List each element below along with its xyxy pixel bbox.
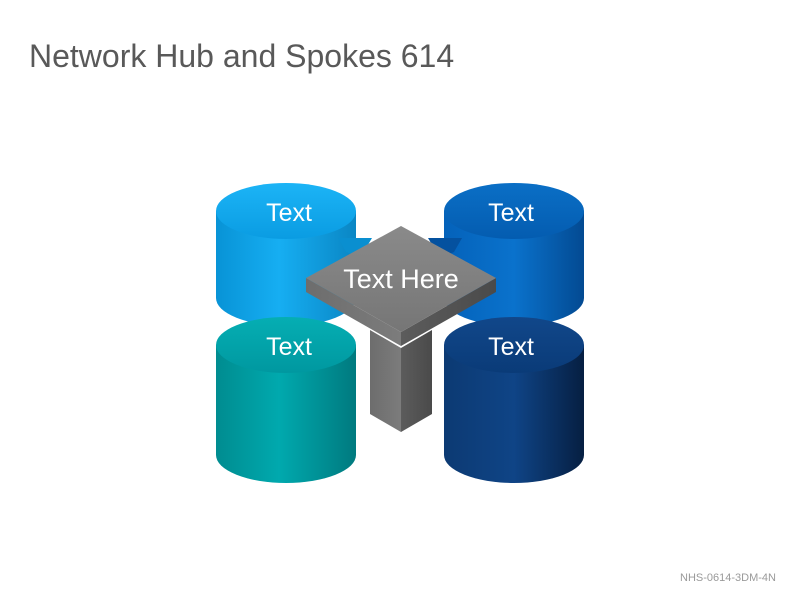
- hub-block: Text Here: [306, 226, 496, 432]
- spoke-top-right-label: Text: [488, 199, 534, 227]
- spoke-top-left-label: Text: [266, 199, 312, 227]
- spoke-bottom-left-label: Text: [266, 333, 312, 361]
- spoke-bottom-left-cylinder: Text: [216, 317, 356, 483]
- spoke-bottom-right-cylinder: Text: [444, 317, 584, 483]
- slide-code: NHS-0614-3DM-4N: [680, 572, 776, 584]
- hub-connectors: [338, 238, 462, 258]
- hub-label: Text Here: [343, 264, 459, 294]
- spoke-top-right-cylinder: Text: [444, 183, 584, 326]
- slide-title: Network Hub and Spokes 614: [29, 38, 455, 74]
- spoke-bottom-right-label: Text: [488, 333, 534, 361]
